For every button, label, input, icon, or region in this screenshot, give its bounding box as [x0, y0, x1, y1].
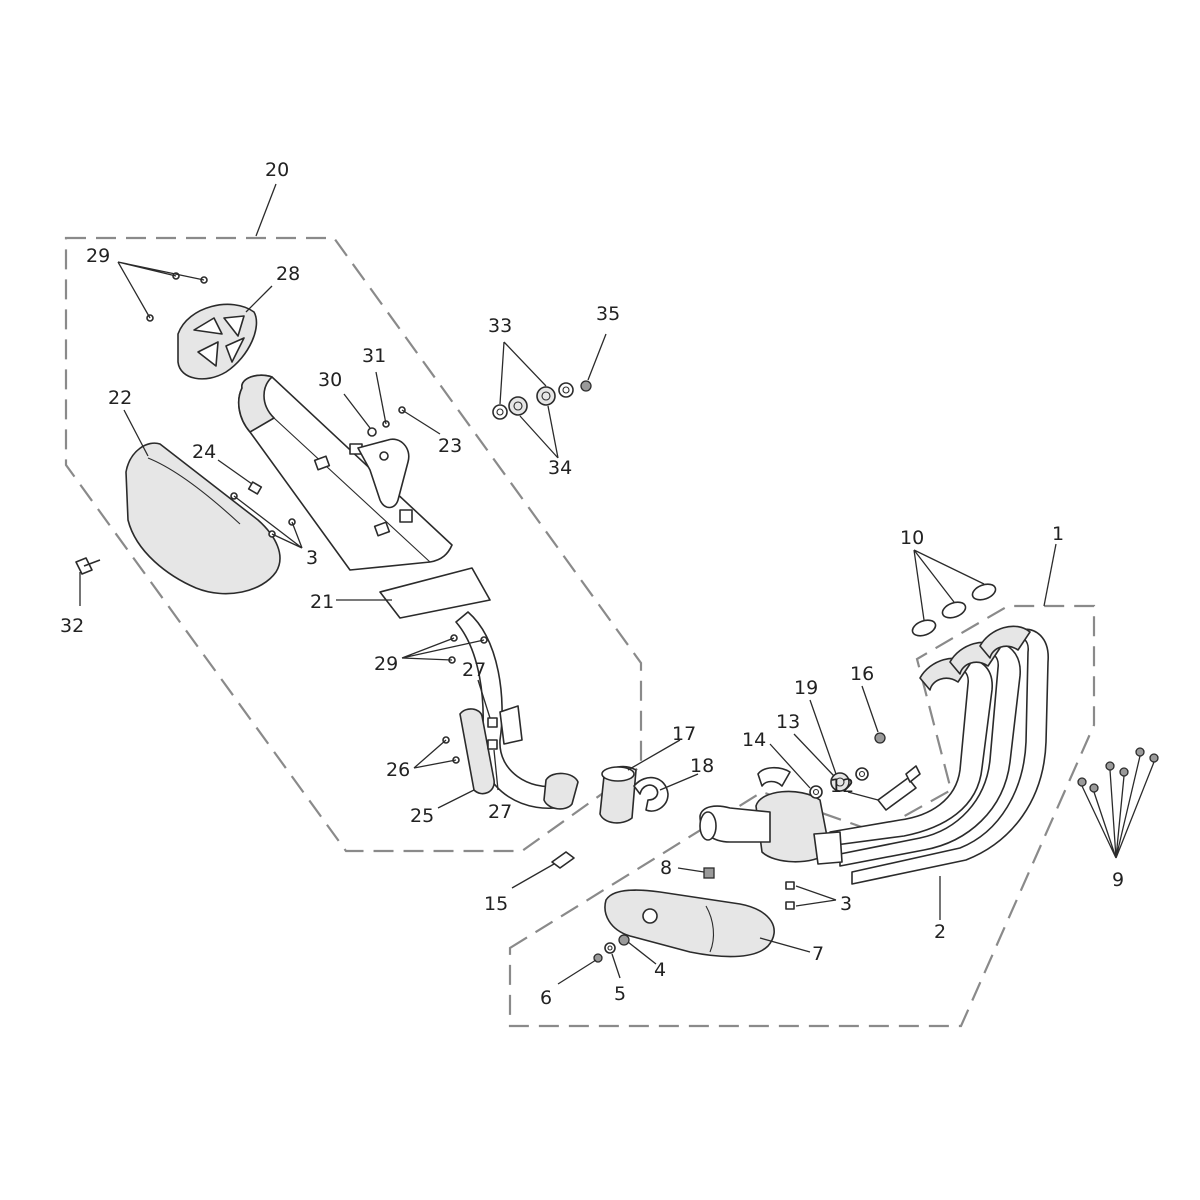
- exhaust-gaskets: [911, 583, 997, 637]
- exhaust-sleeve: [599, 765, 637, 824]
- callout-1: 1: [1052, 523, 1064, 545]
- silencer-heat-shield: [125, 442, 281, 595]
- callout-29: 29: [86, 245, 110, 267]
- mounting-washers-rubbers: [492, 380, 592, 420]
- callout-25: 25: [410, 805, 434, 827]
- header-heat-shield: [604, 889, 775, 958]
- callout-28: 28: [276, 263, 300, 285]
- header-assembly-outline: [508, 604, 1096, 1028]
- collector-pipe: [699, 766, 843, 865]
- end-cap: [177, 303, 258, 380]
- callout-23: 23: [438, 435, 462, 457]
- silencer-bracket: [357, 438, 410, 509]
- callout-3: 3: [840, 893, 852, 915]
- callout-14: 14: [742, 729, 766, 751]
- o2-sensor: [877, 765, 921, 811]
- callout-26: 26: [386, 759, 410, 781]
- callout-20: 20: [265, 159, 289, 181]
- callout-17: 17: [672, 723, 696, 745]
- callout-32: 32: [60, 615, 84, 637]
- exhaust-header-pipes: [827, 625, 1049, 885]
- callout-21: 21: [310, 591, 334, 613]
- callout-33: 33: [488, 315, 512, 337]
- callout-3: 3: [306, 547, 318, 569]
- callout-30: 30: [318, 369, 342, 391]
- callout-13: 13: [776, 711, 800, 733]
- callout-18: 18: [690, 755, 714, 777]
- callout-29: 29: [374, 653, 398, 675]
- exhaust-nuts: [1077, 747, 1159, 793]
- callout-2: 2: [934, 921, 946, 943]
- silencer-assembly-outline: [64, 236, 643, 853]
- callout-35: 35: [596, 303, 620, 325]
- callout-19: 19: [794, 677, 818, 699]
- callout-24: 24: [192, 441, 216, 463]
- callout-12: 12: [830, 775, 854, 797]
- callout-27: 27: [488, 801, 512, 823]
- callout-8: 8: [660, 857, 672, 879]
- hanger-bracket: [459, 705, 523, 795]
- callout-27: 27: [462, 659, 486, 681]
- callout-9: 9: [1112, 869, 1124, 891]
- callout-22: 22: [108, 387, 132, 409]
- callout-31: 31: [362, 345, 386, 367]
- callout-15: 15: [484, 893, 508, 915]
- silencer-body: [237, 374, 453, 571]
- callout-4: 4: [654, 959, 666, 981]
- exhaust-clamp: [633, 776, 669, 812]
- callout-7: 7: [812, 943, 824, 965]
- callout-16: 16: [850, 663, 874, 685]
- callout-6: 6: [540, 987, 552, 1009]
- callout-5: 5: [614, 983, 626, 1005]
- callout-34: 34: [548, 457, 572, 479]
- callout-10: 10: [900, 527, 924, 549]
